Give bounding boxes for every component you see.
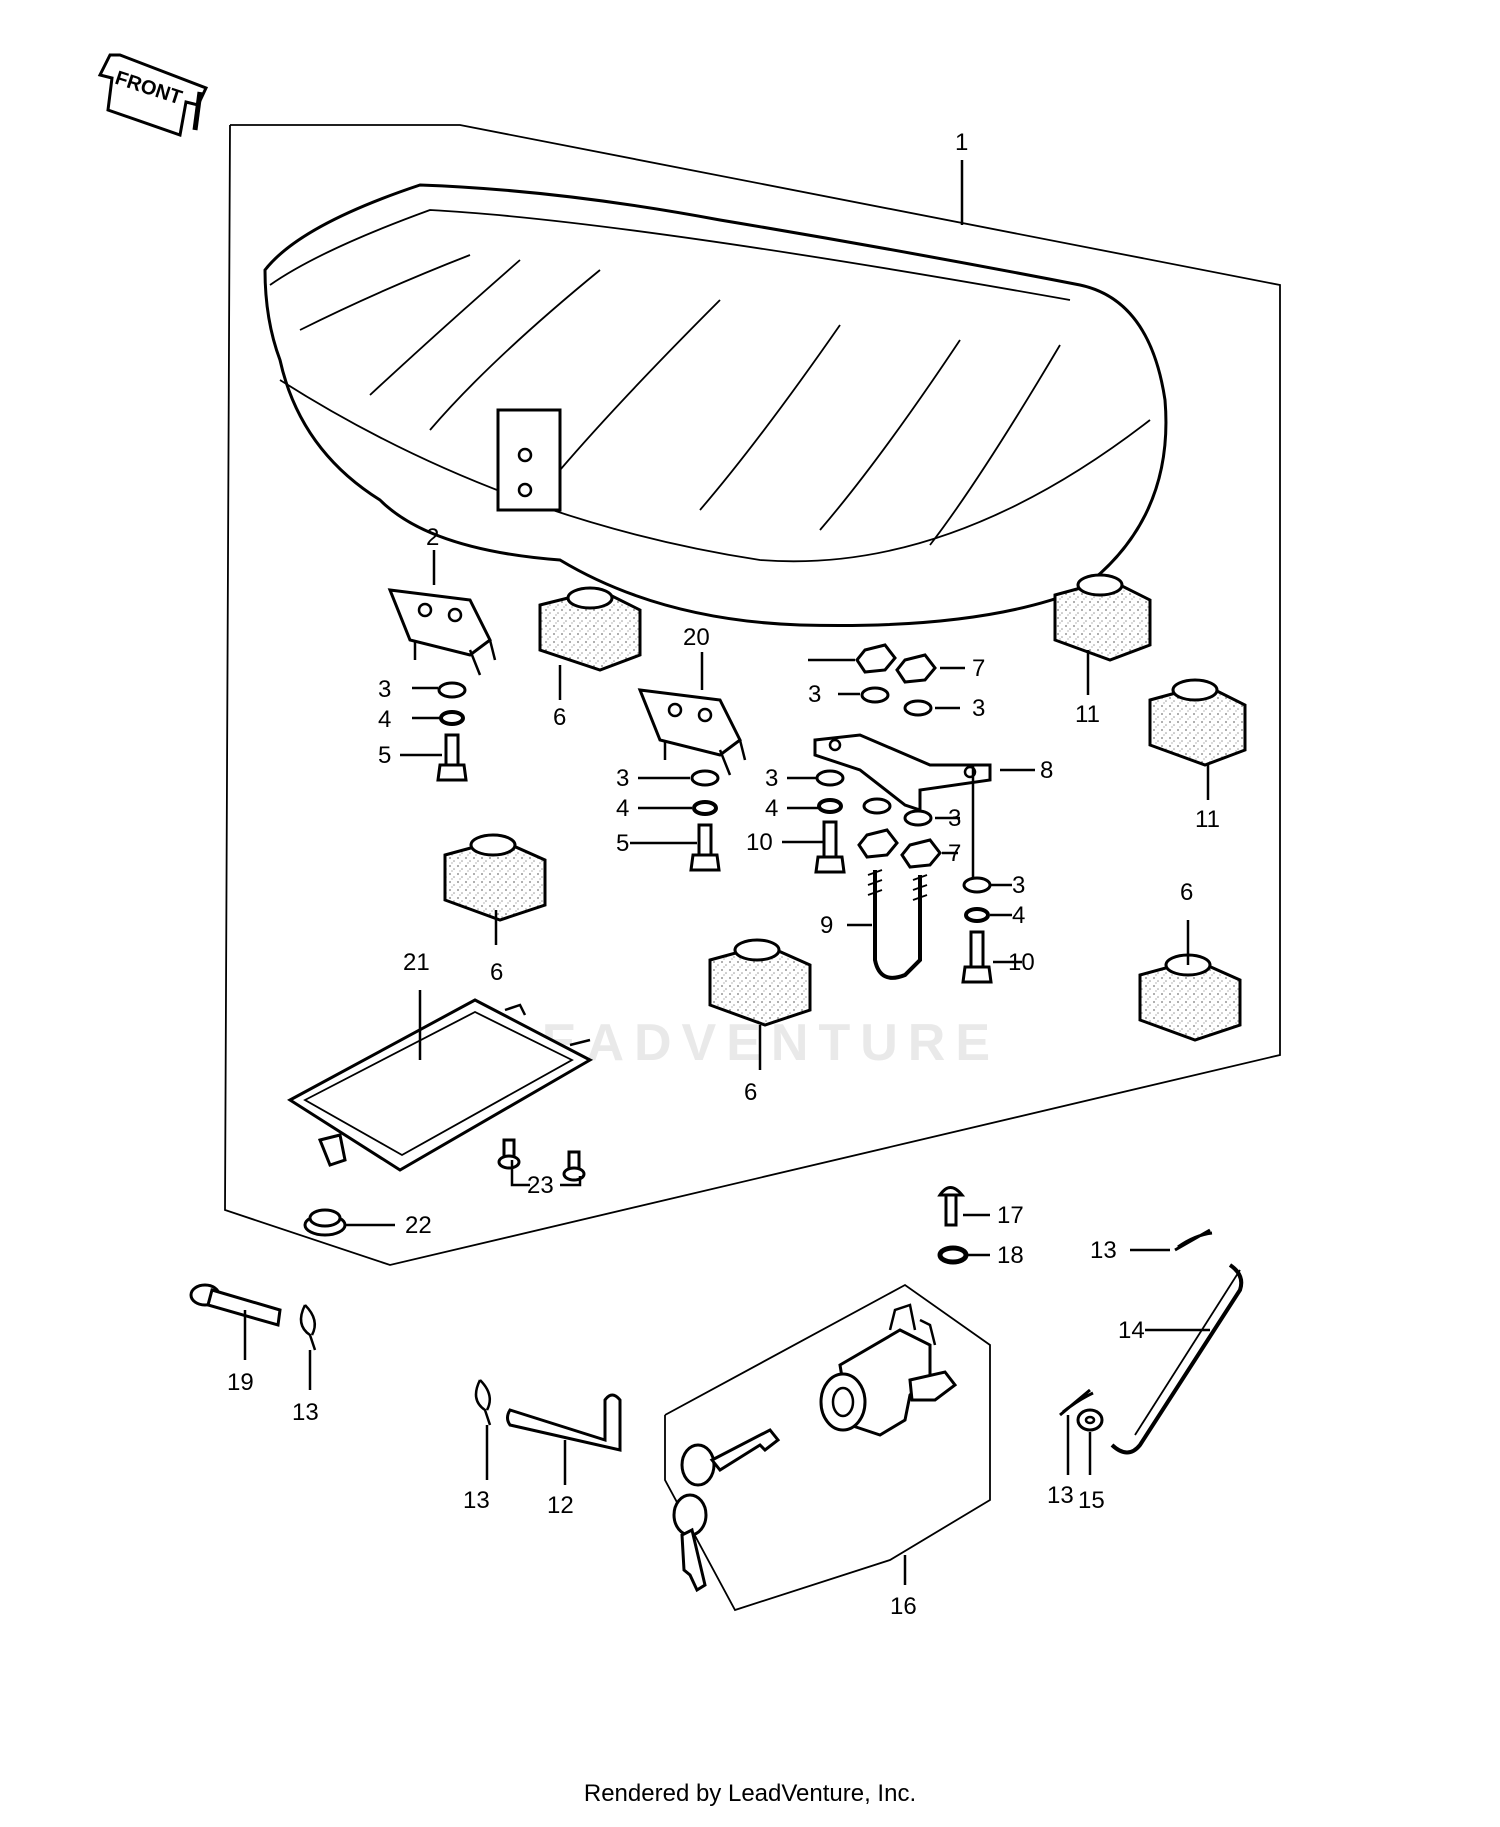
lock-washer-4-center [692,800,718,816]
washer-3-right [962,876,992,894]
lock-cylinder [819,1303,958,1437]
callout-19: 19 [227,1369,254,1396]
callout-13: 13 [463,1487,490,1514]
nut-7-top [895,653,937,684]
callout-labels: 1 2 3 4 5 6 20 7 3 3 11 11 8 3 4 5 3 4 1… [227,129,1220,1620]
callout-10: 10 [1008,949,1035,976]
callout-4: 4 [765,795,778,822]
callout-13: 13 [292,1399,319,1426]
callout-3: 3 [765,765,778,792]
pin-19 [189,1283,282,1327]
callout-3: 3 [948,805,961,832]
callout-3: 3 [972,695,985,722]
nut-left-mid [857,828,899,859]
callout-3: 3 [616,765,629,792]
washer-3-mid [815,769,845,787]
washer-3-left [437,681,467,699]
callout-13: 13 [1047,1482,1074,1509]
leader-lines [243,160,1210,1585]
bracket-8 [813,733,992,813]
rod-14 [1110,1263,1244,1455]
callout-16: 16 [890,1593,917,1620]
bolt-10-right [961,930,993,984]
callout-2: 2 [426,524,439,551]
callout-11: 11 [1075,701,1100,728]
callout-6: 6 [553,704,566,731]
callout-4: 4 [1012,902,1025,929]
hinge-bracket-rear [637,688,747,776]
callout-10: 10 [746,829,773,856]
damper-11-a [1053,573,1152,662]
callout-21: 21 [403,949,430,976]
callout-13: 13 [1090,1237,1117,1264]
callout-12: 12 [547,1492,574,1519]
callout-20: 20 [683,624,710,651]
callout-18: 18 [997,1242,1024,1269]
clip-13-mid [474,1379,492,1426]
callout-6: 6 [744,1079,757,1106]
screw-23-a [497,1138,521,1170]
clip-13-right-bottom [1059,1388,1094,1417]
lock-washer-4-right [964,907,990,923]
bolt-10-mid [814,820,846,874]
tray-21 [287,998,594,1172]
callout-3: 3 [808,681,821,708]
damper-11-b [1148,678,1247,767]
grommet-22 [303,1208,347,1237]
callout-22: 22 [405,1212,432,1239]
washer-3-top-left [860,686,890,704]
callout-6: 6 [1180,879,1193,906]
front-arrow-icon: FRONT [97,53,209,137]
washer-near-u-bolt [862,797,892,815]
damper-6-right [1138,953,1242,1042]
damper-6-left [443,833,547,922]
bolt-5-center [689,823,721,872]
washer-15 [1076,1408,1104,1432]
footer-credit: Rendered by LeadVenture, Inc. [583,1780,917,1807]
bolt-17 [937,1186,966,1227]
key-icon-second [672,1493,708,1593]
callout-17: 17 [997,1202,1024,1229]
lock-washer-4-mid [817,798,843,814]
callout-8: 8 [1040,757,1053,784]
screw-23-b [562,1150,586,1182]
clip-13-right-top [1174,1228,1213,1252]
callout-9: 9 [820,912,833,939]
damper-6-top [538,586,642,672]
seat [263,183,1168,628]
callout-11: 11 [1195,806,1220,833]
lock-kit-boundary [664,1283,991,1612]
callout-5: 5 [616,830,629,857]
lock-washer-4-left [439,710,465,726]
callout-3: 3 [1012,872,1025,899]
bolt-5-left [436,733,468,782]
washer-18 [937,1245,969,1265]
callout-14: 14 [1118,1317,1145,1344]
callout-5: 5 [378,742,391,769]
damper-6-center [708,938,812,1027]
callout-7: 7 [972,655,985,682]
clip-13-left [299,1304,317,1351]
callout-6: 6 [490,959,503,986]
callout-4: 4 [378,706,391,733]
callout-23: 23 [527,1172,554,1199]
hinge-bracket [387,588,497,676]
l-pin-12 [506,1393,622,1452]
washer-3-center [690,769,720,787]
callout-7: 7 [948,840,961,867]
nut-7-top-left [855,643,897,674]
key-icon [680,1428,781,1487]
washer-3-right-mid [903,809,933,827]
assembly-boundary [224,124,1281,1266]
callout-15: 15 [1078,1487,1105,1514]
nut-7-mid [900,838,942,869]
u-bolt-9 [867,869,928,980]
callout-3: 3 [378,676,391,703]
callout-1: 1 [955,129,968,156]
callout-4: 4 [616,795,629,822]
washer-3-top-right [903,699,933,717]
